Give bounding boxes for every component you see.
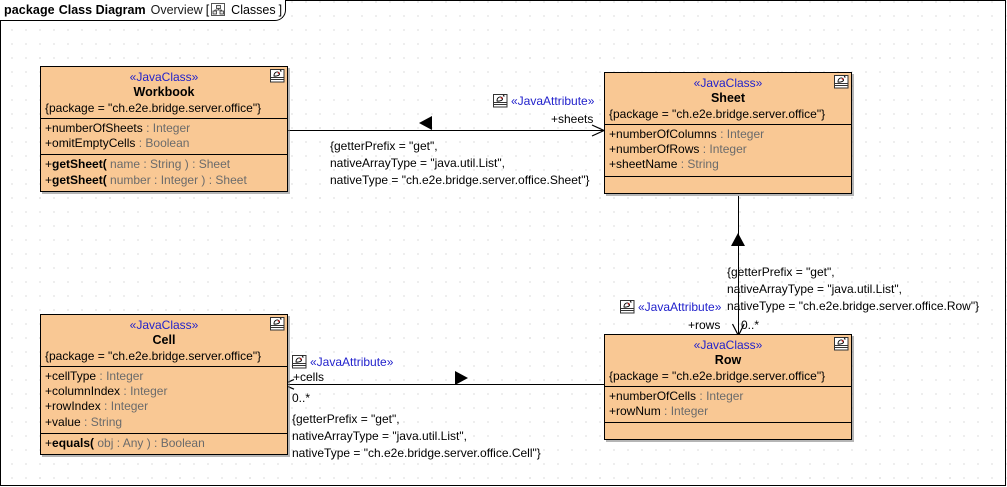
class-name: Workbook	[133, 85, 195, 99]
class-package-tag: {package = "ch.e2e.bridge.server.office"…	[609, 369, 826, 383]
class-stereotype: «JavaClass»	[693, 76, 763, 90]
operation-row: +getSheet( number : Integer ) : Sheet	[45, 172, 247, 187]
constraint-line: nativeArrayType = "java.util.List",	[727, 282, 902, 296]
class-box-sheet[interactable]: «JavaClass» Sheet {package = "ch.e2e.bri…	[604, 72, 852, 194]
assoc-direction-marker-row-cell	[455, 371, 468, 385]
assoc-direction-marker-workbook-sheet	[419, 116, 432, 130]
java-class-icon	[834, 75, 849, 89]
attribute-row: +rowIndex : Integer	[45, 399, 149, 414]
attribute-row: +rowNum : Integer	[609, 404, 709, 419]
class-box-workbook[interactable]: «JavaClass» Workbook {package = "ch.e2e.…	[40, 66, 288, 192]
assoc-stereotype-row-cell: «JavaAttribute»	[292, 355, 393, 369]
operation-compartment-sheet	[605, 177, 851, 193]
java-class-icon	[834, 337, 849, 351]
bracket-close: ]	[278, 3, 283, 17]
assoc-stereotype-label: «JavaAttribute»	[310, 355, 394, 369]
constraint-line: nativeArrayType = "java.util.List",	[292, 429, 467, 443]
assoc-multiplicity-cells: 0..*	[292, 391, 311, 405]
class-box-cell[interactable]: «JavaClass» Cell {package = "ch.e2e.brid…	[40, 314, 288, 456]
diagram-header-tab[interactable]: package Class Diagram Overview [ Classes…	[0, 0, 287, 21]
attribute-row: +numberOfSheets : Integer	[45, 121, 191, 135]
constraint-line: {getterPrefix = "get",	[330, 139, 438, 153]
class-name: Row	[714, 353, 742, 367]
class-stereotype: «JavaClass»	[129, 318, 199, 332]
attribute-row: +numberOfRows : Integer	[609, 142, 747, 157]
bracket-open: [	[205, 3, 210, 17]
hierarchy-icon	[211, 3, 226, 17]
class-stereotype: «JavaClass»	[693, 338, 763, 352]
assoc-constraint-workbook-sheet: {getterPrefix = "get", nativeArrayType =…	[330, 138, 589, 189]
class-box-row[interactable]: «JavaClass» Row {package = "ch.e2e.bridg…	[604, 334, 852, 441]
java-attribute-icon	[493, 94, 508, 108]
constraint-line: nativeType = "ch.e2e.bridge.server.offic…	[727, 299, 980, 313]
assoc-line-workbook-sheet[interactable]	[288, 130, 605, 131]
assoc-role-rows: +rows	[688, 318, 721, 332]
assoc-constraint-sheet-row: {getterPrefix = "get", nativeArrayType =…	[727, 264, 979, 315]
assoc-direction-marker-sheet-row	[731, 233, 745, 246]
attribute-row: +cellType : Integer	[45, 369, 144, 383]
assoc-stereotype-label: «JavaAttribute»	[638, 300, 722, 314]
operation-row: +getSheet( name : String ) : Sheet	[45, 157, 231, 172]
attribute-compartment-sheet: +numberOfColumns : Integer +numberOfRows…	[605, 125, 851, 177]
assoc-stereotype-label: «JavaAttribute»	[511, 94, 595, 108]
class-header-workbook: «JavaClass» Workbook {package = "ch.e2e.…	[41, 67, 287, 119]
operation-compartment-workbook: +getSheet( name : String ) : Sheet +getS…	[41, 155, 287, 190]
assoc-constraint-row-cell: {getterPrefix = "get", nativeArrayType =…	[292, 411, 541, 462]
attribute-row: +numberOfColumns : Integer	[609, 127, 765, 141]
constraint-line: nativeArrayType = "java.util.List",	[330, 156, 505, 170]
diagram-kind-label: Class Diagram	[58, 3, 146, 17]
class-stereotype: «JavaClass»	[129, 70, 199, 84]
constraint-line: {getterPrefix = "get",	[727, 265, 835, 279]
class-header-row: «JavaClass» Row {package = "ch.e2e.bridg…	[605, 335, 851, 387]
java-class-icon	[270, 317, 285, 331]
package-keyword: package	[4, 3, 55, 17]
attribute-compartment-row: +numberOfCells : Integer +rowNum : Integ…	[605, 387, 851, 424]
attribute-row: +numberOfCells : Integer	[609, 389, 744, 403]
class-header-sheet: «JavaClass» Sheet {package = "ch.e2e.bri…	[605, 73, 851, 125]
java-attribute-icon	[620, 300, 635, 314]
assoc-stereotype-workbook-sheet: «JavaAttribute»	[493, 94, 594, 108]
class-name: Cell	[152, 333, 176, 347]
constraint-line: nativeType = "ch.e2e.bridge.server.offic…	[292, 446, 541, 460]
operation-row: +equals( obj : Any ) : Boolean	[45, 435, 205, 450]
constraint-line: nativeType = "ch.e2e.bridge.server.offic…	[330, 173, 590, 187]
class-package-tag: {package = "ch.e2e.bridge.server.office"…	[45, 101, 262, 115]
attribute-row: +sheetName : String	[609, 157, 719, 172]
attribute-row: +value : String	[45, 414, 123, 429]
java-class-icon	[270, 69, 285, 83]
class-package-tag: {package = "ch.e2e.bridge.server.office"…	[45, 349, 262, 363]
attribute-row: +columnIndex : Integer	[45, 384, 168, 399]
attribute-row: +omitEmptyCells : Boolean	[45, 136, 190, 151]
diagram-tab-name: Classes	[231, 3, 276, 17]
operation-compartment-row	[605, 423, 851, 439]
constraint-line: {getterPrefix = "get",	[292, 412, 400, 426]
operation-compartment-cell: +equals( obj : Any ) : Boolean	[41, 434, 287, 454]
assoc-role-cells: +cells	[293, 370, 325, 384]
assoc-line-row-cell[interactable]	[288, 384, 604, 385]
diagram-overview-label: Overview	[150, 3, 203, 17]
assoc-stereotype-sheet-row: «JavaAttribute»	[620, 300, 721, 314]
assoc-role-sheets: +sheets	[551, 112, 594, 126]
attribute-compartment-workbook: +numberOfSheets : Integer +omitEmptyCell…	[41, 119, 287, 156]
java-attribute-icon	[292, 355, 307, 369]
assoc-line-sheet-row[interactable]	[738, 196, 739, 337]
class-name: Sheet	[710, 91, 746, 105]
class-header-cell: «JavaClass» Cell {package = "ch.e2e.brid…	[41, 315, 287, 367]
class-package-tag: {package = "ch.e2e.bridge.server.office"…	[609, 107, 826, 121]
attribute-compartment-cell: +cellType : Integer +columnIndex : Integ…	[41, 367, 287, 434]
assoc-multiplicity-rows: 0..*	[741, 318, 760, 332]
